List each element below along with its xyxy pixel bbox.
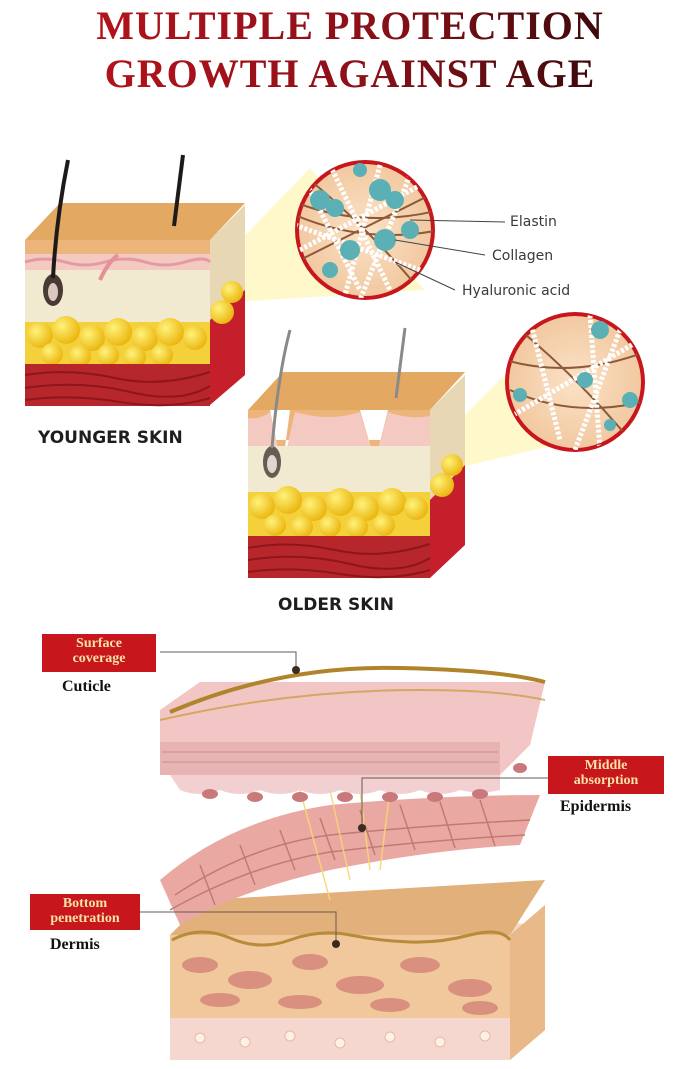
epidermis-label: Epidermis xyxy=(560,798,632,815)
elastin-callout: Elastin xyxy=(510,214,557,230)
younger-skin-label: YOUNGER SKIN xyxy=(38,428,183,448)
older-skin-block xyxy=(247,327,620,579)
surface-coverage-badge: Surface coverage xyxy=(42,634,156,672)
title-line-1: MULTIPLE PROTECTION xyxy=(96,3,604,48)
older-skin-label: OLDER SKIN xyxy=(278,595,394,615)
older-fiber-circle xyxy=(505,312,645,452)
cuticle-label: Cuticle xyxy=(62,678,111,695)
layered-skin-diagram xyxy=(140,651,548,1060)
callout-lines xyxy=(394,219,506,291)
hyaluronic-acid-callout: Hyaluronic acid xyxy=(462,283,571,299)
middle-absorption-badge: Middle absorption xyxy=(548,756,664,794)
dermis-label: Dermis xyxy=(50,936,100,953)
collagen-callout: Collagen xyxy=(492,248,554,264)
title-line-2: GROWTH AGAINST AGE xyxy=(104,51,596,96)
bottom-penetration-badge: Bottom penetration xyxy=(30,894,140,930)
